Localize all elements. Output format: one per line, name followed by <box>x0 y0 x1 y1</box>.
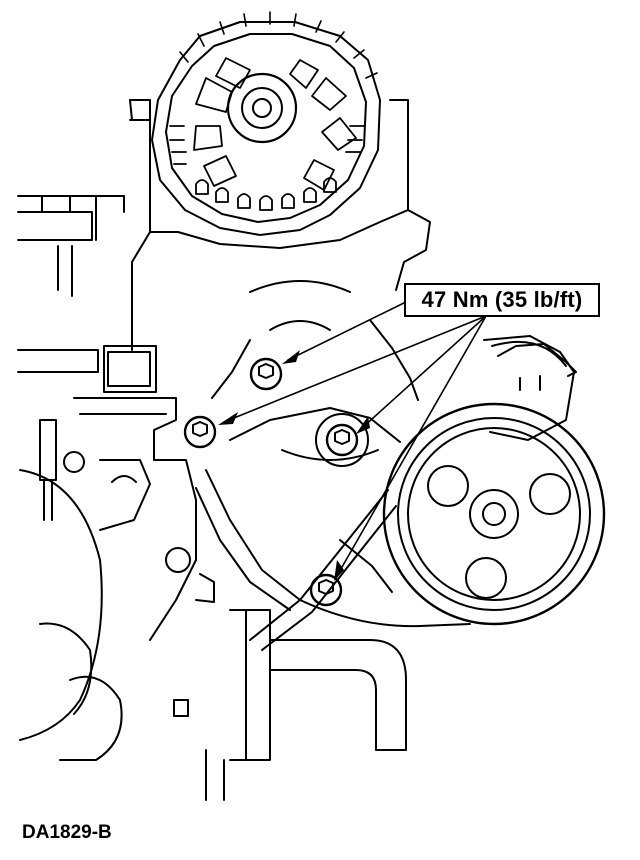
leader-arrows <box>223 299 487 575</box>
torque-callout-label: 47 Nm (35 lb/ft) <box>404 283 600 317</box>
bolt <box>315 413 369 467</box>
alternator <box>151 11 381 236</box>
coolant-hose <box>205 609 407 801</box>
bolt <box>309 573 343 607</box>
figure-id: DA1829-B <box>22 822 112 843</box>
power-steering-pump-pulley <box>382 335 606 626</box>
arrowheads <box>218 350 370 581</box>
water-outlet-housing <box>19 397 215 761</box>
mounting-bracket <box>17 99 431 611</box>
bolt <box>183 415 217 449</box>
drive-belt <box>249 489 471 651</box>
bolt <box>249 357 283 391</box>
